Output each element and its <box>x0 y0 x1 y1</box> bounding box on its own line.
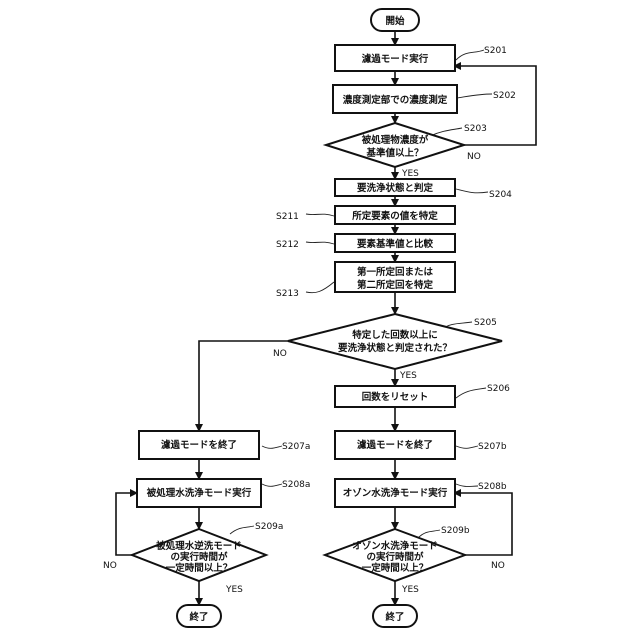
label-s213: S213 <box>276 289 299 299</box>
s213-text-2: 第二所定回を特定 <box>357 279 434 291</box>
s208b-text: オゾン水洗浄モード実行 <box>343 487 448 499</box>
s209b-text-3: 一定時間以上？ <box>362 562 429 574</box>
s206-text: 回数をリセット <box>362 391 429 403</box>
connectors <box>116 31 536 605</box>
label-s205: S205 <box>474 318 497 328</box>
end-a-text: 終了 <box>189 611 208 623</box>
label-s207a: S207a <box>282 442 310 452</box>
s209a-text-1: 被処理水逆洗モード <box>156 540 242 552</box>
label-s202: S202 <box>493 91 516 101</box>
s209a-no: NO <box>103 561 117 571</box>
s212-text: 要素基準値と比較 <box>357 238 434 250</box>
label-s204: S204 <box>489 190 512 200</box>
s203-yes: YES <box>401 169 419 179</box>
s203-no: NO <box>467 152 481 162</box>
label-s201: S201 <box>484 46 507 56</box>
s211-text: 所定要素の値を特定 <box>352 210 438 222</box>
s207b-text: 濾過モードを終了 <box>357 439 433 451</box>
end-b-text: 終了 <box>385 611 404 623</box>
label-s209a: S209a <box>255 522 283 532</box>
s209b-yes: YES <box>401 585 419 595</box>
s213-text-1: 第一所定回または <box>357 266 434 278</box>
start-text: 開始 <box>385 15 405 27</box>
s205-no: NO <box>273 349 287 359</box>
s209b-text-2: の実行時間が <box>366 551 424 563</box>
label-s209b: S209b <box>441 526 470 536</box>
s204-text: 要洗浄状態と判定 <box>357 182 434 194</box>
label-s212: S212 <box>276 240 299 250</box>
label-s211: S211 <box>276 212 299 222</box>
label-s207b: S207b <box>478 442 507 452</box>
s209a-yes: YES <box>225 585 243 595</box>
s209a-text-3: 一定時間以上？ <box>166 562 233 574</box>
label-s206: S206 <box>487 384 510 394</box>
s208a-text: 被処理水洗浄モード実行 <box>147 487 252 499</box>
label-leaders <box>230 50 492 538</box>
s209b-no: NO <box>491 561 505 571</box>
s205-text-2: 要洗浄状態と判定された？ <box>338 342 452 354</box>
s205-yes: YES <box>399 371 417 381</box>
s207a-text: 濾過モードを終了 <box>161 439 237 451</box>
label-s203: S203 <box>464 124 487 134</box>
s201-text: 濾過モード実行 <box>362 53 429 65</box>
label-s208b: S208b <box>478 482 507 492</box>
s209b-text-1: オゾン水洗浄モード <box>352 540 438 552</box>
s209a-text-2: の実行時間が <box>170 551 228 563</box>
s202-text: 濃度測定部での濃度測定 <box>343 94 448 106</box>
s203-text-1: 被処理物濃度が <box>362 134 429 146</box>
s203-text-2: 基準値以上？ <box>365 147 423 159</box>
s205-text-1: 特定した回数以上に <box>352 329 438 341</box>
label-s208a: S208a <box>282 480 310 490</box>
